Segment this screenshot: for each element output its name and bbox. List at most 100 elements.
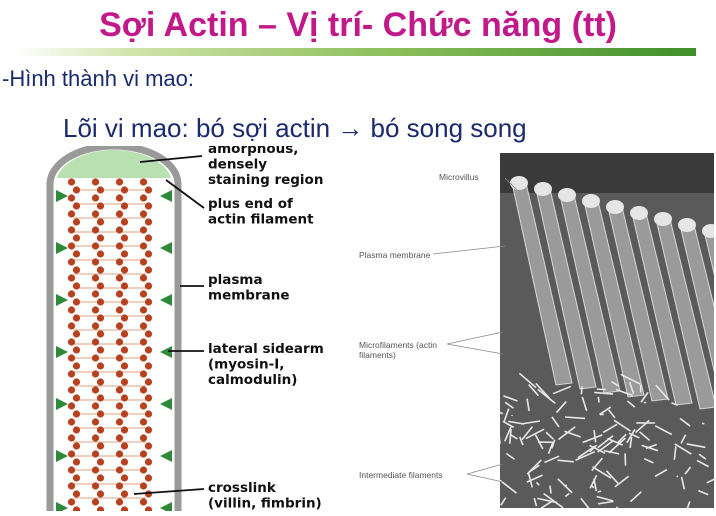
actin-bead xyxy=(68,450,75,457)
diagram-label: crosslink xyxy=(208,480,277,496)
actin-bead xyxy=(97,394,104,401)
actin-bead xyxy=(68,466,75,473)
actin-bead xyxy=(140,322,147,329)
actin-bead xyxy=(73,426,80,433)
actin-bead xyxy=(140,274,147,281)
actin-bead xyxy=(121,298,128,305)
actin-bead xyxy=(92,450,99,457)
actin-bead xyxy=(97,186,104,193)
actin-bead xyxy=(68,210,75,217)
actin-bead xyxy=(140,290,147,297)
actin-bead xyxy=(145,474,152,481)
actin-bead xyxy=(92,258,99,265)
diagram-label: membrane xyxy=(208,288,290,304)
actin-bead xyxy=(68,482,75,489)
actin-bead xyxy=(145,186,152,193)
actin-bead xyxy=(145,218,152,225)
actin-bead xyxy=(116,274,123,281)
actin-bead xyxy=(68,418,75,425)
actin-bead xyxy=(145,426,152,433)
actin-bead xyxy=(145,346,152,353)
actin-bead xyxy=(68,338,75,345)
actin-bead xyxy=(92,418,99,425)
actin-bead xyxy=(145,394,152,401)
diagram-label: (myosin-I, xyxy=(208,357,284,373)
diagram-label: actin filament xyxy=(208,212,314,228)
diagram-label: amorphous, xyxy=(208,146,298,157)
actin-bead xyxy=(140,418,147,425)
actin-bead xyxy=(68,274,75,281)
actin-bead xyxy=(97,362,104,369)
actin-bead xyxy=(145,378,152,385)
actin-bead xyxy=(121,442,128,449)
actin-bead xyxy=(121,458,128,465)
diagram-label: calmodulin) xyxy=(208,372,297,388)
actin-bead xyxy=(92,274,99,281)
actin-bead xyxy=(116,226,123,233)
actin-bead xyxy=(116,482,123,489)
actin-bead xyxy=(97,266,104,273)
actin-bead xyxy=(92,434,99,441)
actin-bead xyxy=(140,306,147,313)
actin-bead xyxy=(140,450,147,457)
actin-bead xyxy=(92,242,99,249)
actin-bead xyxy=(116,210,123,217)
actin-bead xyxy=(97,474,104,481)
actin-bead xyxy=(145,410,152,417)
micrograph-leader-lines xyxy=(355,150,716,511)
actin-bead xyxy=(121,218,128,225)
actin-bead xyxy=(92,290,99,297)
actin-bead xyxy=(140,258,147,265)
actin-bead xyxy=(140,194,147,201)
actin-bead xyxy=(73,282,80,289)
actin-bead xyxy=(121,394,128,401)
actin-bead xyxy=(116,466,123,473)
actin-bead xyxy=(92,354,99,361)
sub-bullet-text: Lõi vi mao: bó sợi actin → bó song song xyxy=(63,113,527,144)
actin-bead xyxy=(145,362,152,369)
actin-bead xyxy=(68,290,75,297)
actin-bead xyxy=(145,330,152,337)
actin-bead xyxy=(116,418,123,425)
actin-bead xyxy=(73,378,80,385)
actin-bead xyxy=(73,218,80,225)
actin-bead xyxy=(68,178,75,185)
actin-bead xyxy=(116,386,123,393)
actin-bead xyxy=(92,306,99,313)
actin-bead xyxy=(121,202,128,209)
actin-bead xyxy=(116,370,123,377)
actin-bead xyxy=(116,498,123,505)
actin-bead xyxy=(140,402,147,409)
actin-bead xyxy=(73,234,80,241)
actin-bead xyxy=(121,362,128,369)
actin-bead xyxy=(116,402,123,409)
actin-bead xyxy=(145,314,152,321)
actin-bead xyxy=(116,322,123,329)
actin-bead xyxy=(92,194,99,201)
actin-bead xyxy=(68,354,75,361)
actin-bead xyxy=(97,314,104,321)
actin-bead xyxy=(116,450,123,457)
diagram-label: densely xyxy=(208,157,267,173)
actin-bead xyxy=(145,282,152,289)
actin-bead xyxy=(121,314,128,321)
diagram-label: (villin, fimbrin) xyxy=(208,496,322,512)
actin-bead xyxy=(73,298,80,305)
actin-bead xyxy=(140,466,147,473)
actin-bead xyxy=(97,218,104,225)
actin-bead xyxy=(73,266,80,273)
actin-bead xyxy=(97,298,104,305)
actin-bead xyxy=(92,402,99,409)
actin-bead xyxy=(68,306,75,313)
actin-bead xyxy=(68,386,75,393)
diagram-label: plus end of xyxy=(208,196,293,212)
actin-bead xyxy=(97,458,104,465)
actin-bead xyxy=(121,426,128,433)
slide-title: Sợi Actin – Vị trí- Chức năng (tt) xyxy=(0,6,716,45)
actin-bead xyxy=(73,314,80,321)
diagram-label: plasma xyxy=(208,272,263,288)
actin-bead xyxy=(145,458,152,465)
actin-bead xyxy=(145,298,152,305)
actin-bead xyxy=(97,378,104,385)
